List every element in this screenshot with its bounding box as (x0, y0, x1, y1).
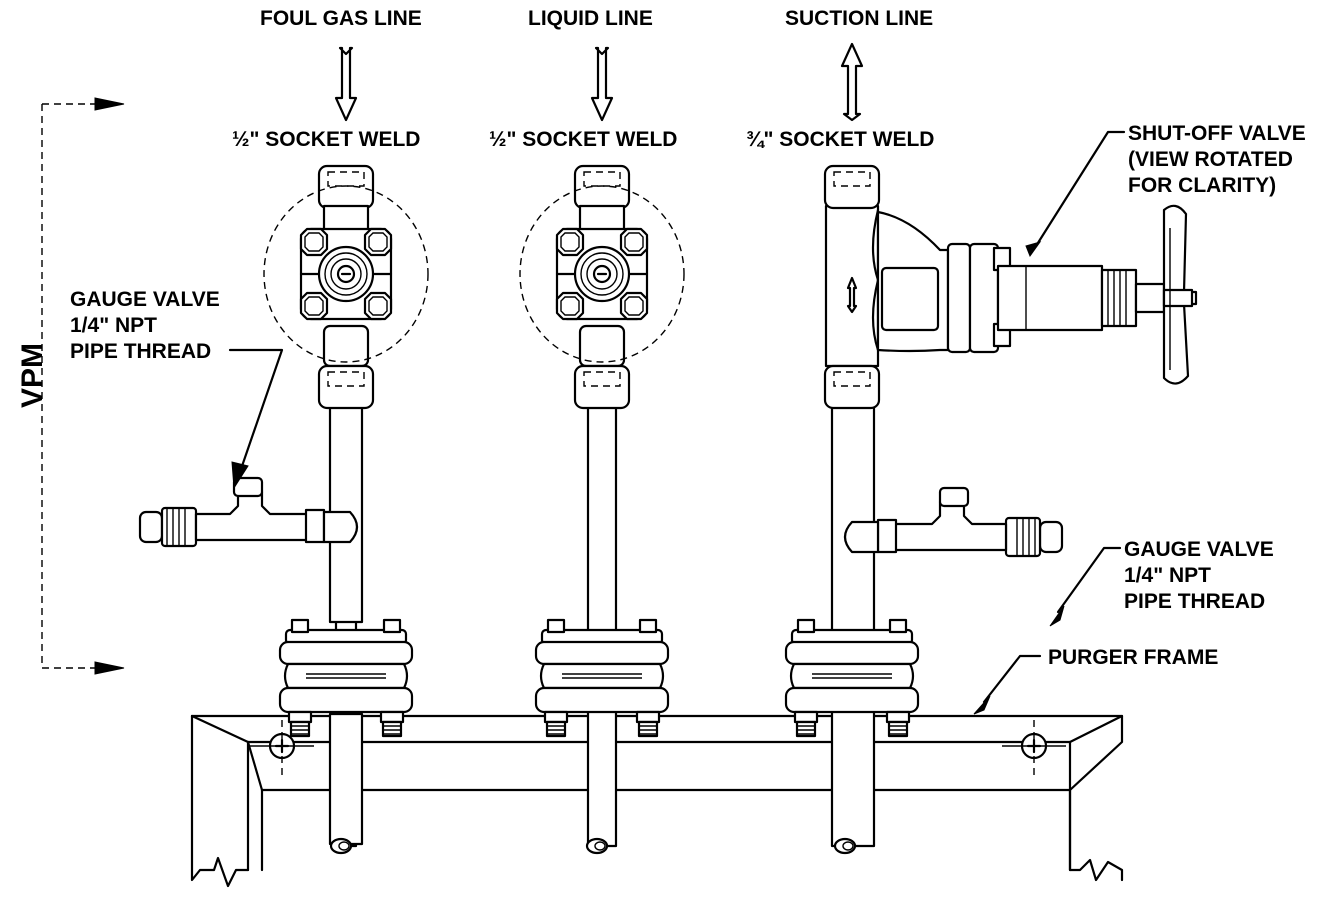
gauge-valve-left-line1: GAUGE VALVE (70, 288, 220, 311)
gauge-valve-right-line1: GAUGE VALVE (1124, 538, 1274, 561)
liquid-flow-arrow (590, 46, 614, 122)
shutoff-valve-line2: (VIEW ROTATED (1128, 148, 1293, 171)
suction-line-label: SUCTION LINE (785, 7, 933, 30)
liquid-line-label: LIQUID LINE (528, 7, 653, 30)
frame-mount-hole-right (1002, 720, 1066, 776)
shutoff-valve-line3: FOR CLARITY) (1128, 174, 1276, 197)
gauge-valve-left-callout: GAUGE VALVE 1/4" NPT PIPE THREAD (70, 288, 284, 490)
suction-flow-arrow (840, 42, 864, 122)
vpm-label: VPM (16, 343, 49, 408)
frame-mount-hole-left (250, 720, 314, 776)
purger-frame-callout: PURGER FRAME (973, 646, 1218, 715)
foul-gas-line-label: FOUL GAS LINE (260, 7, 422, 30)
liquid-strainer (520, 164, 684, 855)
purger-frame-label: PURGER FRAME (1048, 646, 1218, 669)
liquid-weld-label: ½" SOCKET WELD (489, 128, 677, 151)
gauge-valve-left-line3: PIPE THREAD (70, 340, 211, 363)
suction-valve-body (786, 164, 950, 855)
gauge-valve-right-callout: GAUGE VALVE 1/4" NPT PIPE THREAD (1049, 538, 1274, 627)
vpm-dimension: VPM (16, 97, 125, 675)
purger-frame (190, 714, 1124, 888)
gauge-valve-left (138, 476, 359, 548)
shutoff-valve (946, 204, 1198, 385)
gauge-valve-right (843, 486, 1064, 558)
shutoff-valve-line1: SHUT-OFF VALVE (1128, 122, 1306, 145)
gauge-valve-left-line2: 1/4" NPT (70, 314, 157, 337)
foul-gas-weld-label: ½" SOCKET WELD (232, 128, 420, 151)
suction-weld-label: ¾" SOCKET WELD (746, 128, 934, 151)
shutoff-valve-callout: SHUT-OFF VALVE (VIEW ROTATED FOR CLARITY… (1025, 122, 1306, 258)
gauge-valve-right-line3: PIPE THREAD (1124, 590, 1265, 613)
gauge-valve-right-line2: 1/4" NPT (1124, 564, 1211, 587)
foul-gas-flow-arrow (334, 46, 358, 122)
